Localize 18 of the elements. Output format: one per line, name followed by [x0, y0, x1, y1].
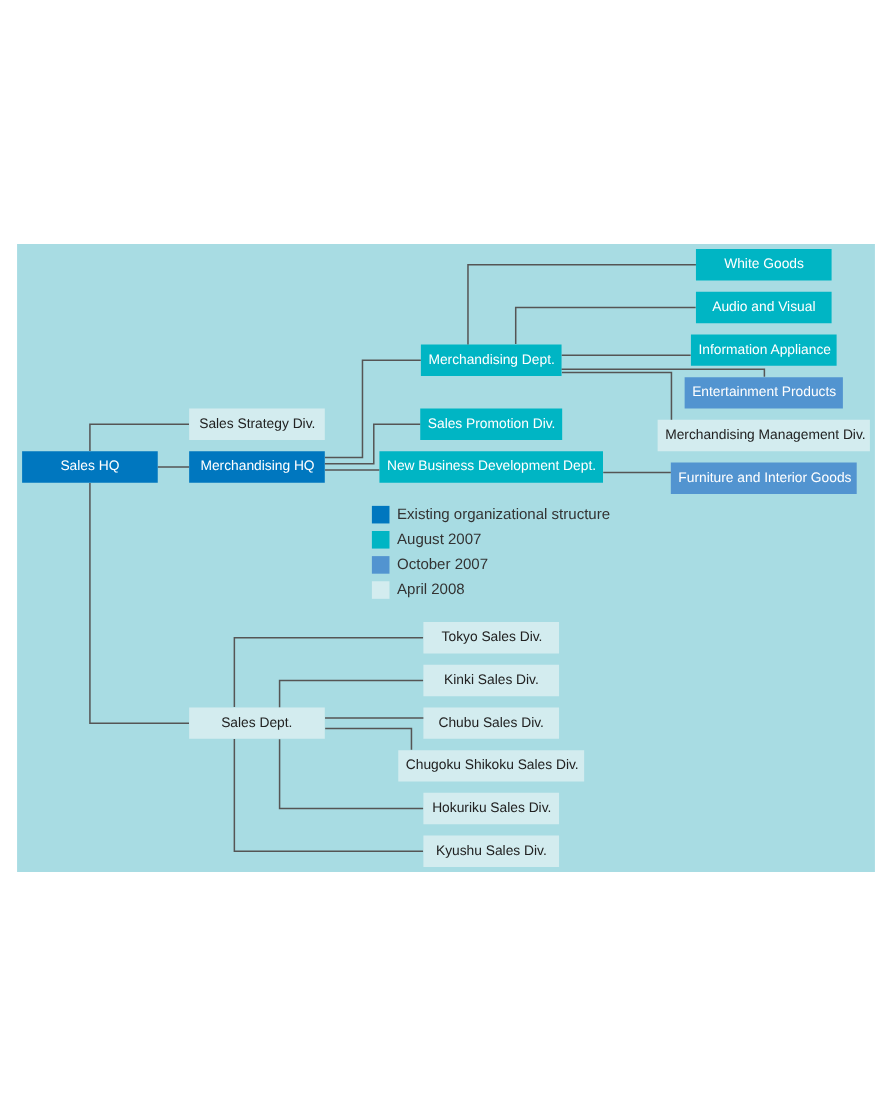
connector	[278, 678, 424, 707]
connector	[233, 737, 424, 852]
connector	[89, 422, 190, 451]
connector	[560, 367, 766, 377]
connector	[467, 262, 697, 345]
connector	[233, 636, 424, 707]
connector	[157, 465, 190, 467]
connector	[89, 481, 190, 723]
connector	[602, 470, 672, 473]
connector	[561, 370, 673, 420]
connector	[324, 422, 421, 464]
connector	[514, 305, 697, 344]
connector	[324, 358, 422, 458]
connector	[278, 737, 424, 809]
connector	[324, 716, 425, 718]
connector	[324, 468, 381, 470]
connector	[561, 353, 692, 355]
connector	[324, 726, 413, 750]
